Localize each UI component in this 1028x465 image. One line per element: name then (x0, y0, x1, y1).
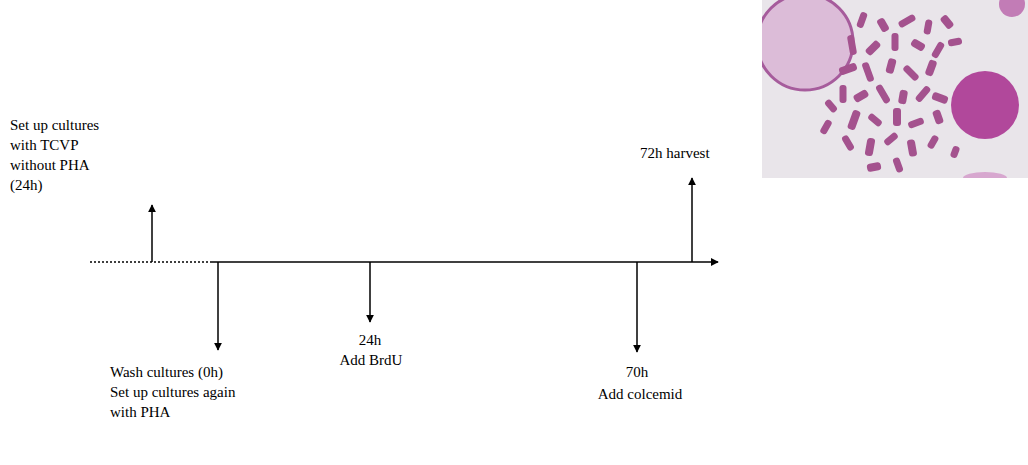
dotted-pre-period (90, 261, 210, 263)
chromosome (864, 137, 875, 156)
chromosome (883, 131, 899, 146)
chromosome (932, 109, 944, 125)
chromosome (840, 85, 847, 103)
down-arrow (636, 262, 638, 352)
chromosome (819, 119, 833, 135)
nucleus-fragment (963, 172, 1007, 178)
up-arrow (691, 178, 693, 262)
chromosome (897, 13, 916, 28)
timeline-label: 24h (359, 330, 382, 350)
chromosome (907, 139, 918, 157)
chromosome-spread (819, 11, 962, 173)
chromosome (838, 62, 858, 76)
chromosome (876, 17, 890, 33)
timeline-label: Add BrdU (340, 350, 403, 370)
chromosome (910, 38, 926, 52)
chromosome (866, 162, 881, 172)
chromosome (923, 19, 932, 35)
chromosome (931, 41, 946, 59)
event-arrows (152, 178, 692, 352)
chromosome (861, 61, 874, 82)
chromosome (939, 14, 954, 30)
timeline-axis (90, 262, 718, 263)
chromosome (885, 58, 897, 75)
chromosome (875, 84, 891, 105)
chromosome (841, 134, 855, 151)
chromosome (853, 89, 870, 103)
chromosome (892, 33, 899, 51)
metaphase-photo (757, 0, 1028, 184)
timeline-label: Add colcemid (598, 384, 683, 404)
interphase-nucleus (951, 71, 1019, 139)
chromosome (892, 157, 904, 173)
chromosome (856, 11, 868, 28)
chromosome (898, 89, 908, 104)
interphase-nucleus (762, 0, 853, 90)
chromosome (925, 59, 938, 77)
chromosome (931, 92, 949, 105)
timeline-label: Set up cultures with TCVP without PHA (2… (10, 115, 110, 195)
chromosome (824, 98, 838, 113)
chromosome (865, 40, 882, 57)
time-axis-arrow (210, 261, 718, 263)
up-arrow (151, 205, 153, 262)
timeline-label: Wash cultures (0h) (110, 362, 223, 382)
chromosome (926, 134, 939, 150)
chromosome (847, 109, 861, 131)
timeline-label: 72h harvest (640, 143, 710, 163)
chromosome (902, 64, 920, 82)
chromosome (915, 85, 932, 103)
timeline-label: 70h (626, 362, 649, 382)
timeline-label: Set up cultures again with PHA (110, 382, 250, 422)
chromosome (907, 117, 924, 129)
chromosome (847, 35, 857, 56)
down-arrow (369, 262, 371, 322)
nucleus-fragment (999, 0, 1025, 17)
chromosome (950, 145, 961, 159)
chromosome (867, 112, 883, 127)
chromosome (893, 108, 901, 126)
chromosome (947, 37, 962, 46)
down-arrow (217, 262, 219, 350)
